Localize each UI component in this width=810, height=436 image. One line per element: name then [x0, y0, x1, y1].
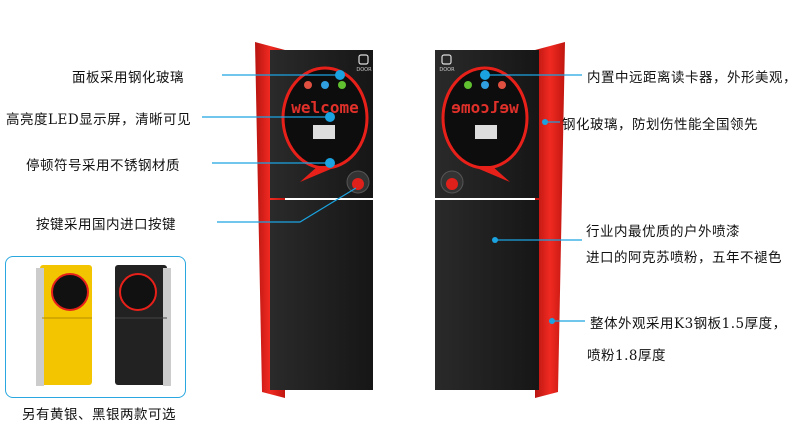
terminal-front-right: DOOR welcome: [435, 42, 565, 398]
callout-glass-scratch: 钢化玻璃，防划伤性能全国领先: [562, 117, 758, 133]
callout-buttons: 按键采用国内进口按键: [36, 217, 176, 233]
callout-outdoor-paint: 行业内最优质的户外喷漆: [586, 224, 740, 240]
callout-lines: [202, 70, 585, 324]
brand-logo: DOOR: [439, 54, 455, 73]
led-display: welcome: [291, 98, 358, 117]
variant-black: [115, 265, 171, 386]
callout-powder-coating: 进口的阿克苏喷粉，五年不褪色: [586, 250, 782, 266]
callout-powder-thickness: 喷粉1.8厚度: [587, 348, 666, 364]
brand-text: DOOR: [356, 67, 372, 73]
brand-logo: DOOR: [356, 54, 372, 73]
callout-card-reader: 内置中远距离读卡器，外形美观，: [587, 70, 797, 86]
variant-inset-box: [5, 256, 186, 398]
callout-stop-symbol: 停顿符号采用不锈钢材质: [26, 158, 180, 174]
variant-yellow: [36, 265, 92, 386]
callout-led-display: 高亮度LED显示屏，清晰可见: [6, 112, 192, 128]
led-display-mirrored: welcome: [451, 98, 518, 117]
inset-caption: 另有黄银、黑银两款可选: [22, 407, 176, 423]
callout-steel-plate: 整体外观采用K3钢板1.5厚度，: [590, 316, 787, 332]
terminal-front-left: DOOR welcome: [255, 42, 373, 398]
brand-text: DOOR: [439, 67, 455, 73]
callout-panel-glass: 面板采用钢化玻璃: [72, 70, 184, 86]
